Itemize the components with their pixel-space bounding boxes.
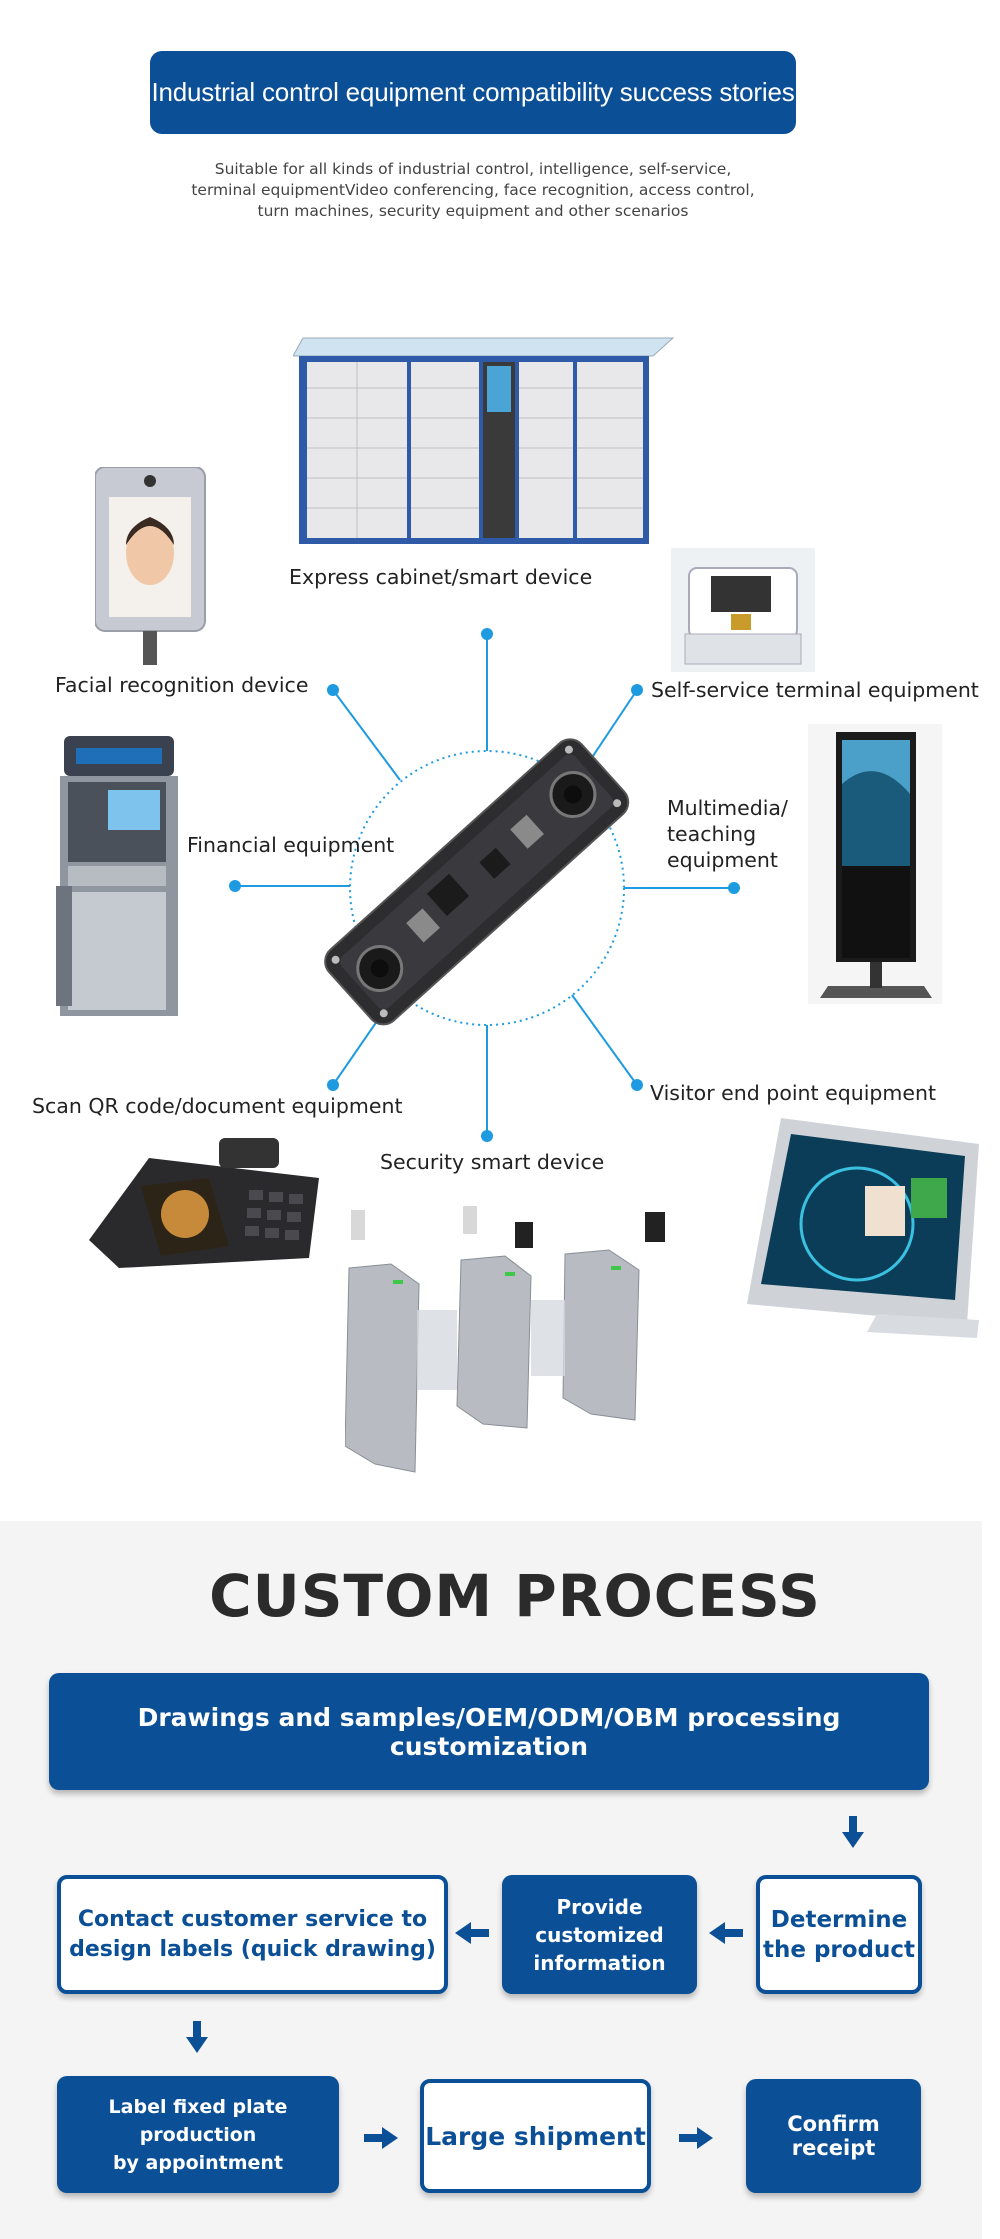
step-label-production: Label fixed plate production by appointm… — [57, 2076, 339, 2193]
label-visitor: Visitor end point equipment — [650, 1081, 937, 1105]
step-determine-line: the product — [762, 1936, 916, 1963]
subtitle-line: Suitable for all kinds of industrial con… — [214, 160, 732, 178]
multimedia-kiosk-image — [808, 724, 942, 1004]
scan-qr-device-image — [89, 1138, 319, 1268]
step-provide-line: Provide customized — [535, 1894, 664, 1947]
label-security: Security smart device — [380, 1150, 605, 1174]
step-contact-line: Contact customer service to — [77, 1906, 428, 1932]
arrow-down-icon — [186, 2021, 208, 2053]
step-confirm-receipt: Confirm receipt — [746, 2079, 921, 2193]
step-provide-information: Provide customized information — [502, 1875, 697, 1994]
label-scan-qr: Scan QR code/document equipment — [32, 1094, 403, 1118]
step-shipment-label: Large shipment — [425, 2121, 646, 2151]
express-cabinet-image — [293, 337, 675, 544]
step-determine-line: Determine — [770, 1906, 908, 1933]
label-self-service: Self-service terminal equipment — [651, 678, 979, 702]
process-title: CUSTOM PROCESS — [209, 1562, 821, 1630]
label-multimedia-line: teaching — [667, 822, 757, 846]
financial-atm-image — [56, 736, 178, 1016]
arrow-left-icon — [455, 1922, 489, 1944]
label-facial-recognition: Facial recognition device — [55, 673, 309, 697]
label-multimedia-line: Multimedia/ — [667, 796, 788, 820]
step-label-line: Label fixed plate production — [108, 2095, 288, 2146]
label-multimedia: Multimedia/ teaching equipment — [667, 795, 788, 873]
subtitle-line: turn machines, security equipment and ot… — [257, 202, 689, 220]
label-express-cabinet: Express cabinet/smart device — [289, 565, 593, 589]
step-large-shipment: Large shipment — [420, 2079, 651, 2193]
visitor-terminal-image — [747, 1118, 979, 1338]
step-customization: Drawings and samples/OEM/ODM/OBM process… — [49, 1673, 929, 1790]
section-title-banner: Industrial control equipment compatibili… — [150, 51, 796, 134]
arrow-down-icon — [842, 1816, 864, 1848]
security-gate-image — [345, 1206, 665, 1473]
camera-module-pcb — [324, 738, 630, 1026]
label-multimedia-line: equipment — [667, 848, 778, 872]
arrow-right-icon — [364, 2127, 398, 2149]
label-financial: Financial equipment — [187, 833, 395, 857]
step-contact-service: Contact customer service to design label… — [57, 1875, 448, 1994]
facial-recognition-image — [95, 467, 206, 665]
section-subtitle: Suitable for all kinds of industrial con… — [130, 159, 816, 222]
self-service-terminal-image — [671, 548, 815, 672]
arrow-left-icon — [709, 1922, 743, 1944]
step-contact-line: design labels (quick drawing) — [69, 1936, 436, 1962]
step-label-line: by appointment — [112, 2151, 284, 2174]
step-confirm-label: Confirm receipt — [787, 2112, 880, 2160]
arrow-right-icon — [679, 2127, 713, 2149]
step-provide-line: information — [533, 1950, 666, 1975]
subtitle-line: terminal equipmentVideo conferencing, fa… — [191, 181, 755, 199]
step-determine-product: Determine the product — [756, 1875, 922, 1994]
step-customization-label: Drawings and samples/OEM/ODM/OBM process… — [137, 1702, 841, 1761]
